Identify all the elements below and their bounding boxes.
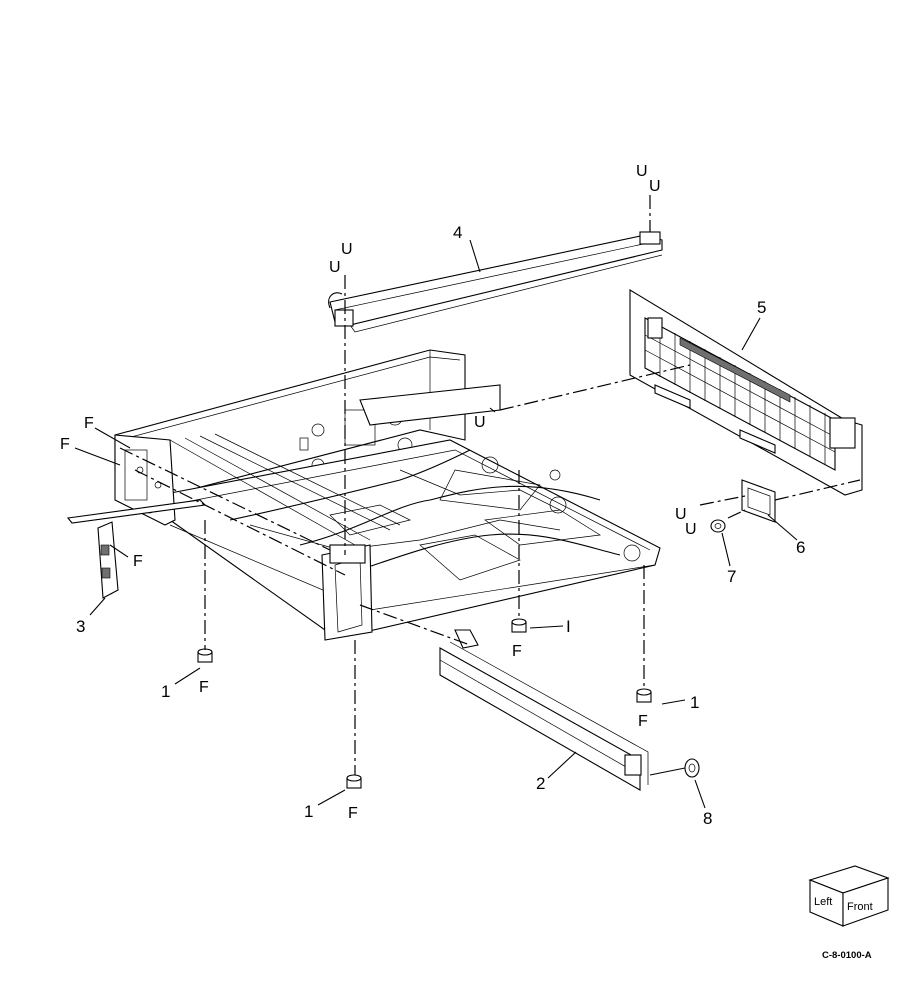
callout-5: 5 — [757, 298, 766, 317]
foot-right — [636, 688, 652, 703]
part-7-screw — [710, 519, 726, 533]
letter-f-foot-right: F — [638, 713, 648, 730]
callout-3: 3 — [76, 617, 85, 636]
letter-f-foot-front: F — [348, 805, 358, 822]
callout-4: 4 — [453, 223, 462, 242]
foot-left — [197, 648, 213, 663]
part-5-rear-cover — [629, 289, 863, 496]
callout-1-right: 1 — [690, 693, 699, 712]
letter-u-right-2: U — [685, 521, 697, 538]
callout-i: I — [566, 617, 571, 636]
callout-1-front: 1 — [304, 802, 313, 821]
part-8-knob — [649, 758, 700, 778]
leader-lines — [74, 239, 798, 809]
letter-u-top-left-1: U — [341, 241, 353, 258]
assembly-lines — [119, 195, 861, 775]
part-6-bracket — [741, 479, 776, 523]
letter-f-foot-center: F — [512, 643, 522, 660]
callout-labels: 4 5 6 7 3 1 1 1 2 8 I — [76, 223, 805, 828]
foot-center — [511, 618, 527, 633]
callout-6: 6 — [796, 538, 805, 557]
orientation-cube: Left Front — [808, 865, 890, 927]
letter-u-center: U — [474, 414, 486, 431]
part-4-rear-rail — [328, 231, 663, 333]
cube-left-label: Left — [814, 896, 832, 908]
callout-7: 7 — [727, 567, 736, 586]
letter-u-right-1: U — [675, 506, 687, 523]
part-3-left-bracket — [66, 499, 207, 599]
fastener-letters: U U U U U U U F F F F F F F — [60, 163, 697, 822]
letter-f-left-1: F — [84, 415, 94, 432]
part-1-feet — [197, 618, 652, 789]
part-2-front-rail — [439, 629, 649, 791]
figure-id: C-8-0100-A — [822, 950, 872, 961]
letter-f-foot-left: F — [199, 679, 209, 696]
cube-front-label: Front — [847, 901, 873, 913]
letter-u-top-right-2: U — [649, 178, 661, 195]
letter-u-top-left-2: U — [329, 259, 341, 276]
main-frame — [114, 349, 661, 633]
callout-1-left: 1 — [161, 682, 170, 701]
foot-front — [346, 774, 362, 789]
letter-f-bracket: F — [133, 553, 143, 570]
center-bracket-assembly — [321, 384, 501, 641]
callout-2: 2 — [536, 774, 545, 793]
letter-u-top-right-1: U — [636, 163, 648, 180]
callout-8: 8 — [703, 809, 712, 828]
letter-f-left-2: F — [60, 436, 70, 453]
